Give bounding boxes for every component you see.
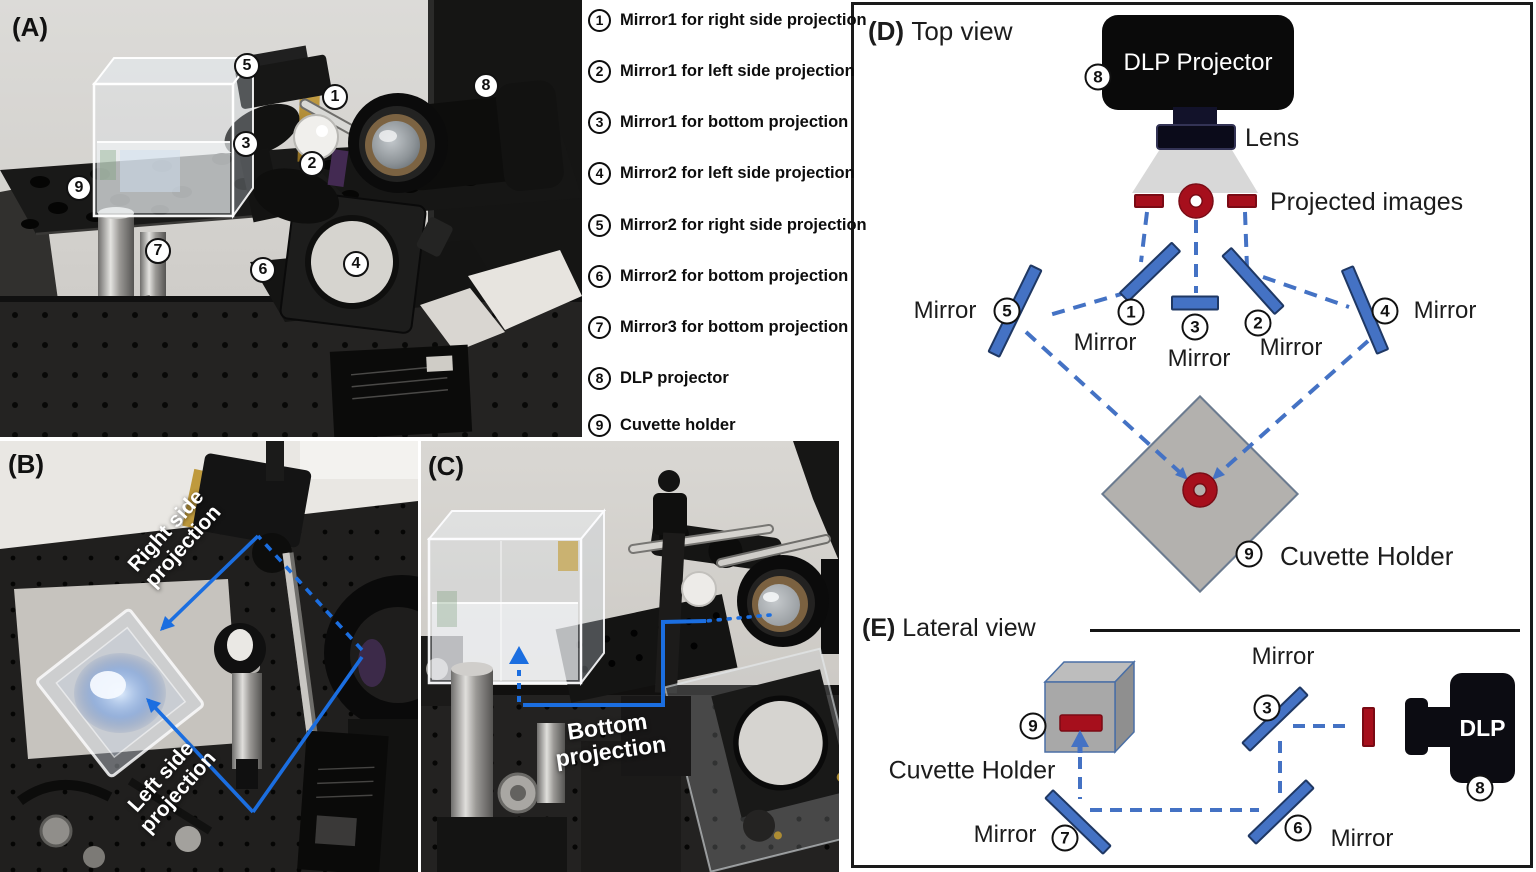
badge-9-lateral: 9 (1019, 712, 1047, 740)
marker-7: 7 (145, 238, 171, 264)
photo-c-scene (421, 441, 839, 872)
badge-6: 6 (1284, 814, 1312, 842)
mirror-4-label: Mirror (1413, 297, 1477, 324)
legend-item: 9 Cuvette holder (588, 413, 736, 437)
projected-image-right (1227, 194, 1257, 208)
marker-6: 6 (250, 257, 276, 283)
dlp-projector-label: DLP Projector (1123, 48, 1273, 76)
dlp-lateral-mid (1428, 707, 1450, 747)
marker-4: 4 (343, 251, 369, 277)
legend-item: 6 Mirror2 for bottom projection (588, 264, 848, 288)
photo-a-scene (0, 0, 582, 437)
mirror-3-label: Mirror (1167, 345, 1231, 372)
panel-b-label: (B) (8, 449, 45, 479)
projected-image-left (1134, 194, 1164, 208)
badge-3: 3 (1181, 313, 1209, 341)
legend-num-icon: 7 (588, 315, 611, 339)
badge-8-top: 8 (1084, 63, 1112, 91)
marker-2: 2 (299, 151, 325, 177)
legend-num-icon: 3 (588, 110, 611, 134)
marker-3: 3 (233, 131, 259, 157)
badge-1: 1 (1117, 298, 1145, 326)
legend-item: 2 Mirror1 for left side projection (588, 59, 855, 83)
lens-label: Lens (1245, 124, 1300, 152)
mirror-1-label: Mirror (1073, 329, 1137, 356)
legend-num-icon: 6 (588, 264, 611, 288)
legend-num-icon: 8 (588, 366, 611, 390)
dlp-lateral-body: DLP (1450, 673, 1515, 783)
cuvette-holder-top-label: Cuvette Holder (1280, 541, 1454, 571)
legend-item: 3 Mirror1 for bottom projection (588, 110, 848, 134)
mirror-3-bar (1171, 295, 1219, 311)
dlp-lateral-lens (1405, 698, 1428, 755)
badge-3-lateral: 3 (1253, 694, 1281, 722)
dlp-projector-top: DLP Projector (1102, 15, 1294, 110)
panel-a-label: (A) (12, 12, 49, 42)
photo-panel-a: (A) 5 1 8 3 2 4 6 9 7 (0, 0, 582, 437)
legend: 1 Mirror1 for right side projection 2 Mi… (582, 0, 867, 437)
marker-5: 5 (234, 53, 260, 79)
legend-num-icon: 1 (588, 8, 611, 32)
projected-images-label: Projected images (1270, 188, 1464, 216)
mirror-7-label: Mirror (973, 821, 1037, 848)
projector-neck (1173, 107, 1217, 126)
projected-image-lateral (1362, 707, 1375, 747)
marker-8: 8 (473, 73, 499, 99)
badge-5: 5 (993, 297, 1021, 325)
badge-4: 4 (1371, 297, 1399, 325)
badge-2: 2 (1244, 309, 1272, 337)
marker-1: 1 (322, 84, 348, 110)
legend-item: 1 Mirror1 for right side projection (588, 8, 867, 32)
badge-8-lateral: 8 (1466, 774, 1494, 802)
badge-9-top: 9 (1235, 540, 1263, 568)
legend-num-icon: 9 (588, 413, 611, 437)
projector-lens-body (1156, 124, 1236, 150)
panel-e-title: (E) Lateral view (862, 614, 1036, 642)
legend-num-icon: 4 (588, 161, 611, 185)
legend-num-icon: 2 (588, 59, 611, 83)
dlp-lateral-label: DLP (1459, 714, 1506, 741)
mirror-2-label: Mirror (1259, 334, 1323, 361)
panel-d-title: (D) Top view (868, 16, 1013, 46)
badge-7: 7 (1051, 824, 1079, 852)
legend-item: 4 Mirror2 for left side projection (588, 161, 855, 185)
marker-9: 9 (66, 175, 92, 201)
cuvette-holder-lateral-label: Cuvette Holder (888, 756, 1056, 785)
legend-item: 5 Mirror2 for right side projection (588, 213, 867, 237)
legend-item: 7 Mirror3 for bottom projection (588, 315, 848, 339)
legend-num-icon: 5 (588, 213, 611, 237)
legend-item: 8 DLP projector (588, 366, 729, 390)
lateral-divider-line (1090, 629, 1520, 632)
mirror-3-lateral-label: Mirror (1251, 643, 1315, 670)
mirror-5-label: Mirror (913, 297, 977, 324)
panel-c-label: (C) (428, 451, 465, 481)
mirror-6-label: Mirror (1330, 825, 1394, 852)
